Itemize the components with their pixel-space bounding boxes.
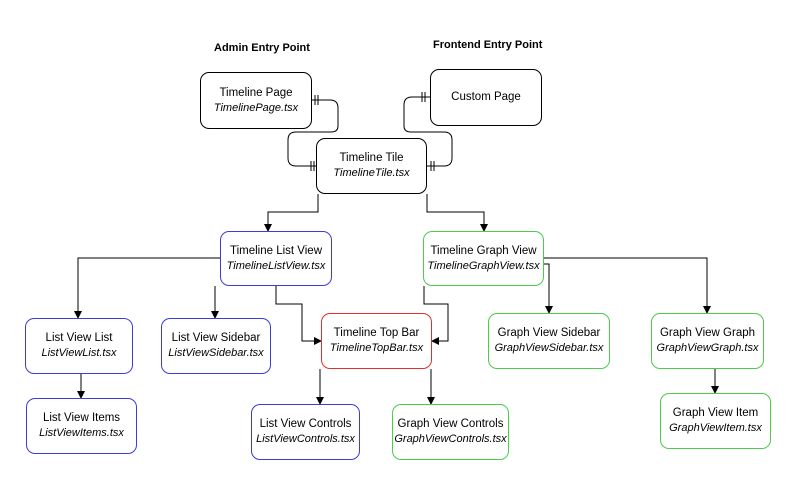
node-file: GraphViewControls.tsx — [394, 433, 507, 445]
arrow-tile-graphview — [426, 194, 488, 232]
tick-timeline-page — [314, 95, 319, 105]
node-title: List View Items — [42, 412, 121, 424]
node-file: ListViewList.tsx — [41, 347, 117, 359]
node-file: TimelineTile.tsx — [333, 167, 410, 179]
arrow-graphview-graph — [544, 257, 711, 314]
node-file: ListViewSidebar.tsx — [168, 347, 264, 359]
tick-tile-right — [430, 161, 435, 171]
node-file: GraphViewItem.tsx — [669, 422, 762, 434]
node-timeline-page[interactable]: Timeline Page TimelinePage.tsx — [200, 72, 312, 129]
node-timeline-tile[interactable]: Timeline Tile TimelineTile.tsx — [316, 138, 427, 194]
node-title: Custom Page — [451, 91, 521, 103]
node-title: Graph View Graph — [659, 327, 756, 339]
node-custom-page[interactable]: Custom Page — [430, 69, 542, 126]
node-title: List View List — [45, 332, 113, 344]
link-custom-page-tile — [403, 96, 453, 167]
node-file: TimelinePage.tsx — [213, 101, 299, 114]
node-title: Graph View Sidebar — [497, 327, 601, 339]
node-list-view-sidebar[interactable]: List View Sidebar ListViewSidebar.tsx — [161, 318, 271, 374]
node-graph-view-controls[interactable]: Graph View Controls GraphViewControls.ts… — [392, 404, 509, 460]
node-timeline-graph-view[interactable]: Timeline Graph View TimelineGraphView.ts… — [423, 231, 544, 286]
node-timeline-list-view[interactable]: Timeline List View TimelineListView.tsx — [220, 231, 332, 286]
arrow-listview-listviewlist — [74, 257, 220, 319]
node-file: TimelineListView.tsx — [226, 259, 326, 272]
node-title: List View Sidebar — [171, 332, 261, 344]
node-title: Timeline Graph View — [430, 244, 537, 257]
arrow-graphview-sidebar — [544, 263, 553, 314]
arrow-graphview-topbar — [423, 286, 449, 345]
node-file: ListViewItems.tsx — [39, 427, 124, 439]
node-graph-view-graph[interactable]: Graph View Graph GraphViewGraph.tsx — [651, 313, 764, 369]
admin-entry-header: Admin Entry Point — [214, 42, 310, 54]
node-file: ListViewControls.tsx — [256, 433, 355, 445]
frontend-entry-header: Frontend Entry Point — [433, 39, 543, 51]
link-timeline-page-tile — [287, 99, 339, 167]
node-title: Timeline Page — [219, 86, 293, 99]
node-list-view-list[interactable]: List View List ListViewList.tsx — [25, 318, 133, 374]
node-graph-view-sidebar[interactable]: Graph View Sidebar GraphViewSidebar.tsx — [488, 313, 610, 369]
node-title: Timeline Tile — [339, 152, 404, 164]
tick-custom-page — [421, 92, 426, 102]
node-list-view-items[interactable]: List View Items ListViewItems.tsx — [26, 398, 137, 454]
node-list-view-controls[interactable]: List View Controls ListViewControls.tsx — [251, 404, 360, 460]
node-title: Timeline List View — [229, 244, 323, 257]
arrow-tile-listview — [264, 194, 319, 232]
tick-tile-left — [310, 161, 315, 171]
node-file: TimelineGraphView.tsx — [427, 259, 540, 272]
node-title: Graph View Item — [672, 407, 759, 419]
node-title: Timeline Top Bar — [333, 327, 420, 339]
node-file: TimelineTopBar.tsx — [329, 342, 424, 354]
node-file: GraphViewSidebar.tsx — [494, 342, 604, 354]
node-graph-view-item[interactable]: Graph View Item GraphViewItem.tsx — [660, 393, 771, 449]
node-title: List View Controls — [259, 418, 352, 430]
node-file: GraphViewGraph.tsx — [656, 342, 759, 354]
node-timeline-top-bar[interactable]: Timeline Top Bar TimelineTopBar.tsx — [321, 313, 432, 369]
node-title: Graph View Controls — [397, 418, 504, 430]
arrow-listview-topbar — [275, 286, 322, 345]
